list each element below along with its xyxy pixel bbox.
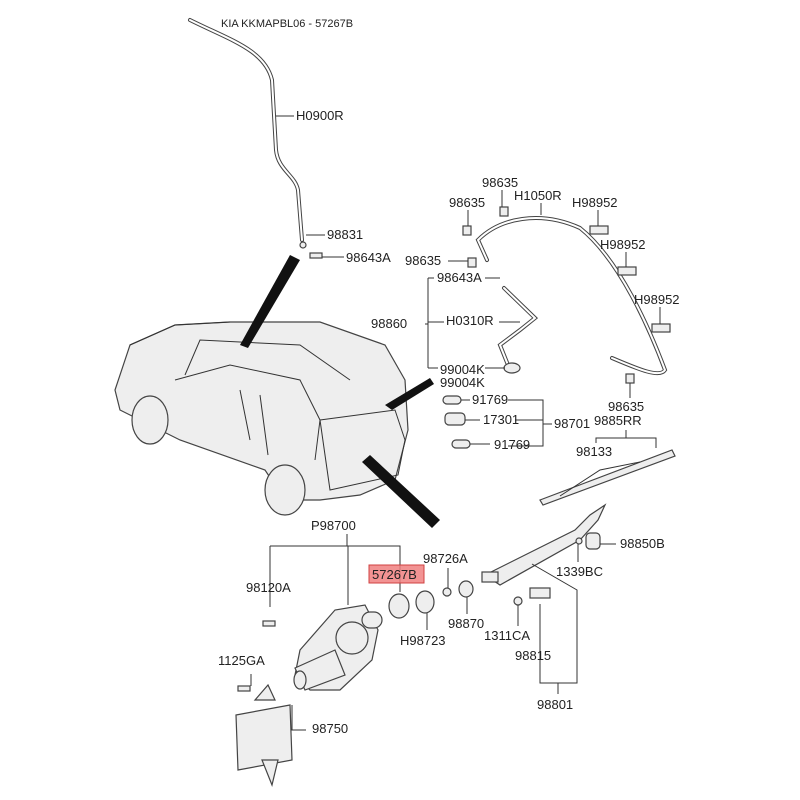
wiper-arm-98815 <box>481 503 607 606</box>
label-99004k[interactable]: 99004K <box>440 362 485 377</box>
bolt-1125ga <box>237 685 251 692</box>
label-9885rr[interactable]: 9885RR <box>594 413 642 428</box>
label-98750[interactable]: 98750 <box>312 721 348 736</box>
label-1311ca[interactable]: 1311CA <box>484 628 530 643</box>
label-98120a[interactable]: 98120A <box>246 580 291 595</box>
label-h0310r[interactable]: H0310R <box>446 313 494 328</box>
label-98726a[interactable]: 98726A <box>423 551 468 566</box>
label-17301[interactable]: 17301 <box>483 412 519 427</box>
clip-98635 <box>467 257 477 268</box>
grommet-h98723 <box>415 590 435 614</box>
label-57267b[interactable]: 57267B <box>372 567 417 582</box>
label-h1050r[interactable]: H1050R <box>514 188 562 203</box>
label-91769[interactable]: 91769 <box>472 392 508 407</box>
label-98635[interactable]: 98635 <box>482 175 518 190</box>
clip-98635 <box>499 206 509 217</box>
highlight-57267b[interactable] <box>368 564 425 584</box>
clip-h98952 <box>617 266 637 276</box>
label-99004k[interactable]: 99004K <box>440 375 485 390</box>
label-98801[interactable]: 98801 <box>537 697 573 712</box>
part-1339bc <box>575 537 583 545</box>
label-h0900r[interactable]: H0900R <box>296 108 344 123</box>
label-p98700[interactable]: P98700 <box>311 518 356 533</box>
wiper-blade-9885rr <box>539 449 676 506</box>
pointer-rear-nozzle <box>385 378 434 410</box>
label-1125ga[interactable]: 1125GA <box>218 653 265 668</box>
nozzle-parts-98701 <box>442 395 490 449</box>
label-98870[interactable]: 98870 <box>448 616 484 631</box>
label-1339bc[interactable]: 1339BC <box>556 564 603 579</box>
label-98815[interactable]: 98815 <box>515 648 551 663</box>
label-98860[interactable]: 98860 <box>371 316 407 331</box>
label-98635[interactable]: 98635 <box>449 195 485 210</box>
label-h98723[interactable]: H98723 <box>400 633 446 648</box>
control-module-98750 <box>235 683 293 787</box>
hose-h0900r <box>188 18 304 242</box>
clip-h98952 <box>651 323 671 333</box>
cap-98870 <box>458 580 474 598</box>
pointer-front <box>240 255 300 348</box>
label-98635[interactable]: 98635 <box>405 253 441 268</box>
clip-98635 <box>462 225 472 236</box>
hose-h0310r <box>497 286 539 367</box>
part-57267b <box>388 593 410 619</box>
label-98643a[interactable]: 98643A <box>346 250 391 265</box>
label-98635[interactable]: 98635 <box>608 399 644 414</box>
label-h98952[interactable]: H98952 <box>600 237 646 252</box>
part-99004k <box>503 362 521 374</box>
part-labels: H0900R 98831 98643A 98635 98635 H1050R H… <box>218 108 680 736</box>
nut-98726a <box>442 587 452 597</box>
label-98133[interactable]: 98133 <box>576 444 612 459</box>
label-98643a[interactable]: 98643A <box>437 270 482 285</box>
diagram-title: KIA KKMAPBL06 - 57267B <box>221 18 353 30</box>
label-98831[interactable]: 98831 <box>327 227 363 242</box>
label-h98952[interactable]: H98952 <box>634 292 680 307</box>
cap-98850b <box>585 532 601 550</box>
label-h98952[interactable]: H98952 <box>572 195 618 210</box>
label-91769[interactable]: 91769 <box>494 437 530 452</box>
part-98643a <box>309 252 323 259</box>
bolt-98120a <box>262 620 276 627</box>
label-98850b[interactable]: 98850B <box>620 536 665 551</box>
clip-h98952 <box>589 225 609 235</box>
part-98831 <box>299 241 307 249</box>
wiper-motor <box>293 604 383 691</box>
pointer-rear-motor <box>362 455 440 528</box>
clip-98635 <box>625 373 635 384</box>
label-98701[interactable]: 98701 <box>554 416 590 431</box>
vehicle-illustration <box>114 321 409 516</box>
